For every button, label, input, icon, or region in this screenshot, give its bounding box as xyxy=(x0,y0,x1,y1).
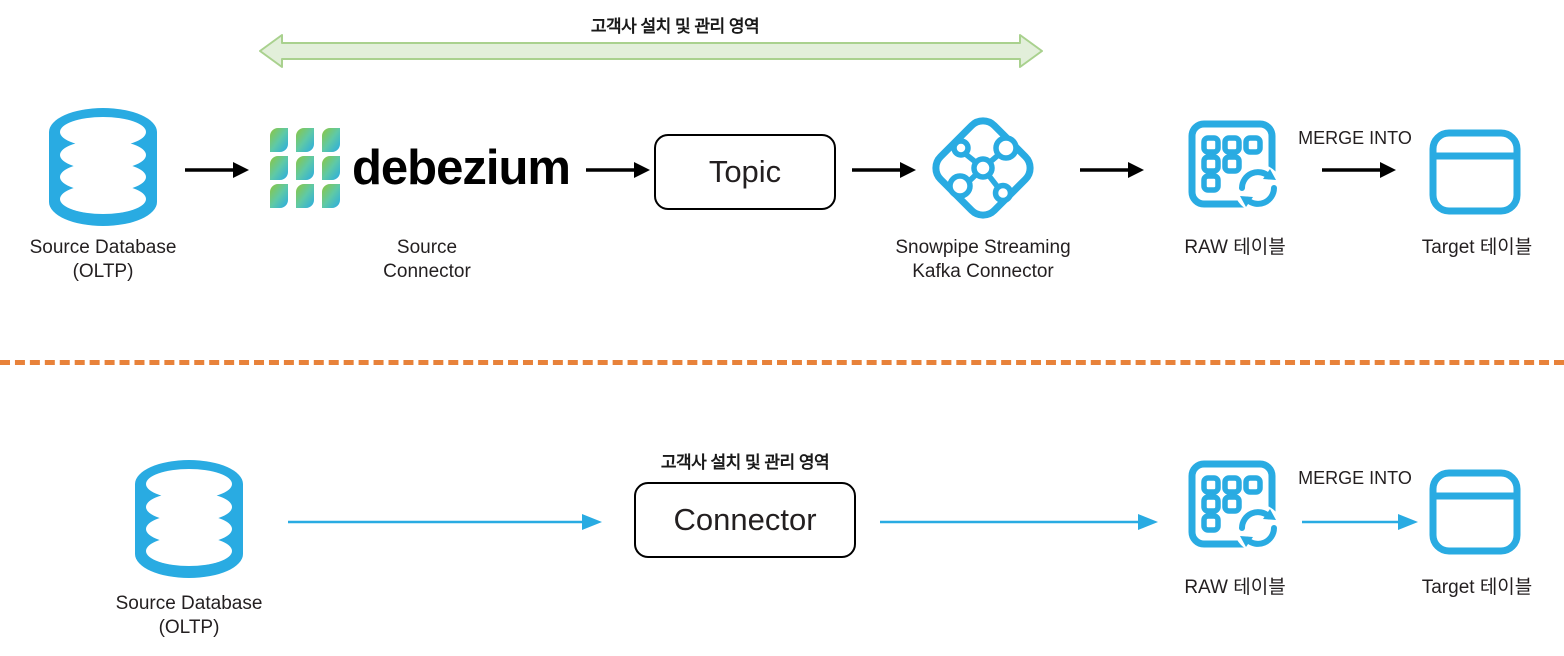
debezium-logo-icon xyxy=(268,124,342,208)
debezium-wordmark: debezium xyxy=(352,141,571,195)
raw-table-refresh-icon-top xyxy=(1184,120,1284,218)
merge-into-label-bottom: MERGE INTO xyxy=(1298,468,1412,488)
arrow-topic-to-kafka xyxy=(852,158,918,182)
scope-title-top: 고객사 설치 및 관리 영역 xyxy=(590,17,760,36)
arrow-raw-to-target-bottom xyxy=(1302,510,1420,534)
arrow-db-to-connector-bottom xyxy=(288,510,604,534)
arrow-connector-to-topic xyxy=(586,158,652,182)
section-divider xyxy=(0,360,1564,365)
kafka-connector-label-line2: Kafka Connector xyxy=(912,260,1054,282)
topic-box-label: Topic xyxy=(708,154,782,189)
source-connector-label-line2: Connector xyxy=(383,260,471,282)
source-connector-label-line1: Source xyxy=(396,237,458,258)
arrow-db-to-connector-top xyxy=(185,158,251,182)
scope-title-bottom: 고객사 설치 및 관리 영역 xyxy=(660,453,830,472)
target-table-icon-top xyxy=(1428,128,1522,216)
kafka-connector-label-line1: Snowpipe Streaming xyxy=(895,237,1071,258)
connector-box-label: Connector xyxy=(673,502,817,537)
source-database-label-line2: (OLTP) xyxy=(72,260,134,282)
source-database-label-line1: Source Database xyxy=(29,237,177,258)
raw-table-label-bottom: RAW 테이블 xyxy=(1184,577,1286,598)
target-table-label-top: Target 테이블 xyxy=(1421,237,1533,258)
target-table-icon-bottom xyxy=(1428,468,1522,556)
arrow-raw-to-target-top xyxy=(1322,158,1398,182)
topic-box[interactable]: Topic xyxy=(654,134,836,210)
source-database-label-bottom: Source Database (OLTP) xyxy=(86,592,292,640)
connector-box[interactable]: Connector xyxy=(634,482,856,558)
kafka-connector-label-top: Snowpipe Streaming Kafka Connector xyxy=(838,236,1128,284)
source-database-label-bottom-line2: (OLTP) xyxy=(158,616,220,638)
kafka-diamond-icon xyxy=(925,110,1041,226)
raw-table-refresh-icon-bottom xyxy=(1184,460,1284,558)
arrow-connector-to-raw-bottom xyxy=(880,510,1160,534)
arrow-kafka-to-raw xyxy=(1080,158,1146,182)
scope-double-arrow xyxy=(258,30,1044,72)
target-table-label-bottom: Target 테이블 xyxy=(1421,577,1533,598)
source-database-icon-top xyxy=(44,108,162,226)
merge-into-label-top: MERGE INTO xyxy=(1298,128,1412,148)
raw-table-label-top: RAW 테이블 xyxy=(1184,237,1286,258)
source-database-label-bottom-line1: Source Database xyxy=(115,593,263,614)
source-connector-label-top: Source Connector xyxy=(324,236,530,284)
source-database-icon-bottom xyxy=(130,460,248,578)
source-database-label-top: Source Database (OLTP) xyxy=(0,236,206,284)
